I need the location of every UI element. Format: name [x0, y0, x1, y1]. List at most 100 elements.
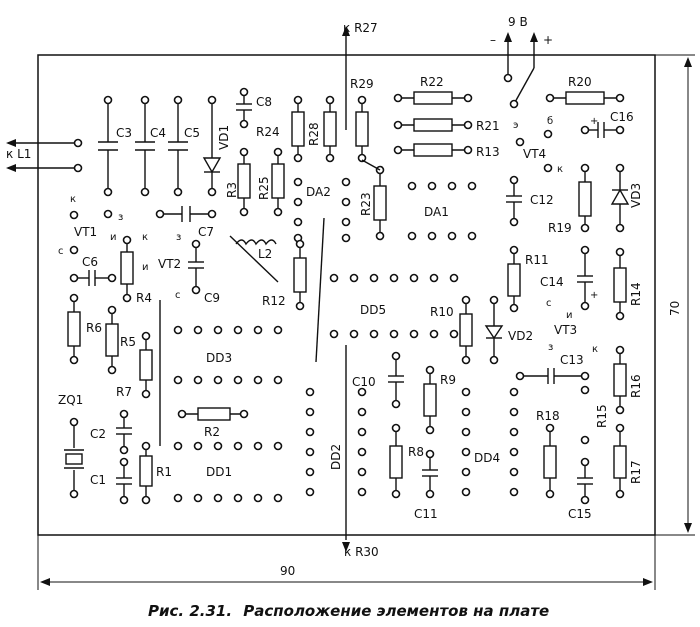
resistor-r22: R22: [393, 75, 473, 105]
svg-text:DA1: DA1: [424, 205, 449, 219]
diode-vd2: VD2: [484, 295, 533, 365]
svg-text:VT2: VT2: [158, 257, 181, 271]
svg-text:C5: C5: [184, 126, 200, 140]
svg-text:R7: R7: [116, 385, 132, 399]
width-label: 90: [280, 564, 295, 578]
svg-text:з: з: [176, 232, 181, 243]
svg-text:R1: R1: [156, 465, 172, 479]
svg-text:DD3: DD3: [206, 351, 232, 365]
svg-text:L2: L2: [258, 247, 272, 261]
svg-text:б: б: [547, 116, 553, 127]
resistor-r28: R28: [291, 95, 321, 163]
resistor-r4: R4: [120, 235, 152, 305]
svg-text:к: к: [142, 232, 148, 243]
svg-text:C4: C4: [150, 126, 166, 140]
capacitor-c6: C6: [69, 255, 117, 286]
capacitor-c13: C13: [515, 353, 590, 384]
resistor-r11: R11: [507, 245, 549, 313]
resistor-r12: R12: [262, 239, 307, 311]
svg-text:C7: C7: [198, 225, 214, 239]
svg-text:C6: C6: [82, 255, 98, 269]
svg-text:R22: R22: [420, 75, 444, 89]
svg-text:C2: C2: [90, 427, 106, 441]
capacitor-c11: C11: [414, 449, 438, 521]
svg-text:C11: C11: [414, 507, 438, 521]
dimension-height: 70: [655, 54, 695, 536]
svg-text:R29: R29: [350, 77, 374, 91]
svg-text:R18: R18: [536, 409, 560, 423]
svg-text:R21: R21: [476, 119, 500, 133]
svg-text:R16: R16: [629, 374, 643, 398]
connector-r27: к R27: [342, 21, 378, 130]
capacitor-c14: + C14: [540, 245, 598, 311]
power-label: 9 В: [508, 15, 528, 29]
svg-text:C1: C1: [90, 473, 106, 487]
capacitor-c8: C8: [236, 87, 272, 129]
svg-text:VT1: VT1: [74, 225, 97, 239]
transistor-vt2: к з и VT2 с: [142, 232, 181, 301]
svg-text:R3: R3: [225, 182, 239, 198]
resistor-r5: R5: [105, 305, 136, 375]
caption-text: Расположение элементов на плате: [243, 602, 549, 620]
transistor-vt3: с и VT3 з к: [546, 298, 598, 355]
svg-text:R8: R8: [408, 445, 424, 459]
svg-text:VT4: VT4: [523, 147, 546, 161]
svg-text:C8: C8: [256, 95, 272, 109]
capacitor-c15: C15: [568, 457, 593, 521]
svg-text:к: к: [557, 164, 563, 175]
svg-text:R15: R15: [595, 404, 609, 428]
svg-text:R4: R4: [136, 291, 152, 305]
resistor-r2: R2: [177, 407, 249, 439]
svg-text:R14: R14: [629, 282, 643, 306]
svg-text:R19: R19: [548, 221, 572, 235]
inductor-l2: L2: [229, 235, 279, 283]
capacitor-c2: C2: [90, 409, 132, 455]
svg-text:с: с: [58, 246, 64, 257]
connector-r30: к R30: [342, 345, 379, 559]
resistor-r20: R20: [545, 75, 625, 105]
chip-dd3: DD3: [173, 325, 283, 385]
resistor-r9: R9: [423, 365, 456, 435]
resistor-r29: [323, 95, 337, 163]
capacitor-c1: C1: [90, 457, 132, 505]
resistor-r29b: R29: [350, 77, 374, 163]
dimension-width: 90: [37, 535, 656, 590]
svg-text:R11: R11: [525, 253, 549, 267]
capacitor-c5: C5: [168, 95, 200, 197]
svg-text:C14: C14: [540, 275, 564, 289]
figure-caption: Рис. 2.31. Расположение элементов на пла…: [148, 602, 549, 620]
svg-text:VD3: VD3: [629, 183, 643, 208]
connector-l1: к L1: [6, 138, 83, 173]
transistor-vt1: к з VT1 и с: [58, 194, 123, 257]
power-plus-label: +: [543, 33, 553, 47]
capacitor-c4: C4: [135, 95, 166, 197]
resistor-r25: R25: [257, 147, 285, 217]
connector-power: 9 В – +: [490, 15, 553, 109]
svg-text:R25: R25: [257, 176, 271, 200]
svg-text:DD2: DD2: [329, 444, 343, 470]
chip-dd4: DD4: [461, 387, 519, 497]
caption-prefix: Рис. 2.31.: [148, 602, 232, 620]
r24-label: R24: [256, 125, 280, 139]
svg-text:DD1: DD1: [206, 465, 232, 479]
l1-label: к L1: [6, 147, 31, 161]
svg-text:R2: R2: [204, 425, 220, 439]
wire-da2-dd5: [315, 217, 325, 363]
svg-text:R20: R20: [568, 75, 592, 89]
svg-text:э: э: [513, 120, 519, 131]
r30-label: к R30: [344, 545, 379, 559]
svg-text:C13: C13: [560, 353, 584, 367]
svg-text:C16: C16: [610, 110, 634, 124]
resistor-r3: R3: [225, 147, 251, 217]
resistor-r8: R8: [389, 423, 424, 499]
svg-text:з: з: [118, 212, 123, 223]
resistor-r15: R15: [580, 385, 609, 445]
resistor-r6: R6: [67, 293, 102, 365]
capacitor-c3: C3: [98, 95, 132, 197]
height-label: 70: [668, 301, 682, 316]
diode-vd3: VD3: [610, 163, 643, 233]
svg-text:R5: R5: [120, 335, 136, 349]
svg-text:+: +: [590, 290, 598, 301]
resistor-r7: R7: [116, 331, 153, 399]
